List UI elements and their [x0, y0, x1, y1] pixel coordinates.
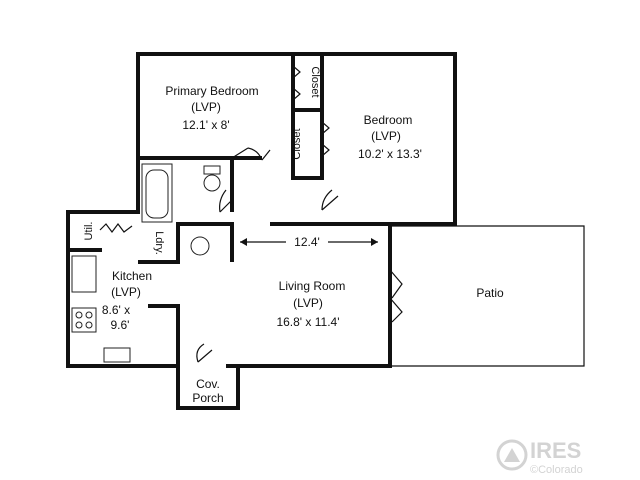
- watermark: IRES ©Colorado: [496, 438, 583, 476]
- watermark-credit: ©Colorado: [530, 464, 583, 476]
- kitchen-floor: (LVP): [111, 285, 141, 299]
- living-room-name: Living Room: [279, 279, 346, 293]
- watermark-logo-icon: [496, 439, 528, 471]
- closet-2-label: Closet: [291, 128, 303, 159]
- bedroom-name: Bedroom: [364, 113, 413, 127]
- dimension-label: 12.4': [294, 235, 320, 249]
- primary-bedroom-size: 12.1' x 8': [182, 118, 229, 132]
- sink: [103, 347, 131, 363]
- dimension-line: 12.4': [240, 235, 378, 249]
- utility-label: Util.: [83, 222, 95, 241]
- porch-label-line2: Porch: [192, 391, 223, 405]
- bedroom-floor: (LVP): [371, 129, 401, 143]
- primary-bedroom-name: Primary Bedroom: [165, 84, 258, 98]
- kitchen-name: Kitchen: [112, 269, 152, 283]
- laundry-label: Ldry.: [153, 231, 165, 255]
- walls: [66, 52, 585, 410]
- living-room-size: 16.8' x 11.4': [276, 315, 339, 329]
- doors: [99, 65, 403, 363]
- water-heater: [190, 236, 210, 256]
- toilet: [203, 174, 221, 192]
- porch-label-line1: Cov.: [196, 377, 220, 391]
- room-labels: Primary Bedroom (LVP) 12.1' x 8' Bedroom…: [83, 66, 504, 405]
- patio-label: Patio: [476, 286, 504, 300]
- fixtures: [71, 163, 221, 363]
- watermark-brand: IRES: [530, 438, 581, 463]
- closet-1-label: Closet: [309, 66, 321, 97]
- stove: [71, 307, 97, 333]
- kitchen-size-line1: 8.6' x: [102, 303, 130, 317]
- primary-bedroom-floor: (LVP): [191, 100, 221, 114]
- kitchen-size-line2: 9.6': [111, 318, 130, 332]
- living-room-floor: (LVP): [293, 296, 323, 310]
- bedroom-size: 10.2' x 13.3': [358, 147, 422, 161]
- kitchen-counter: [71, 255, 97, 293]
